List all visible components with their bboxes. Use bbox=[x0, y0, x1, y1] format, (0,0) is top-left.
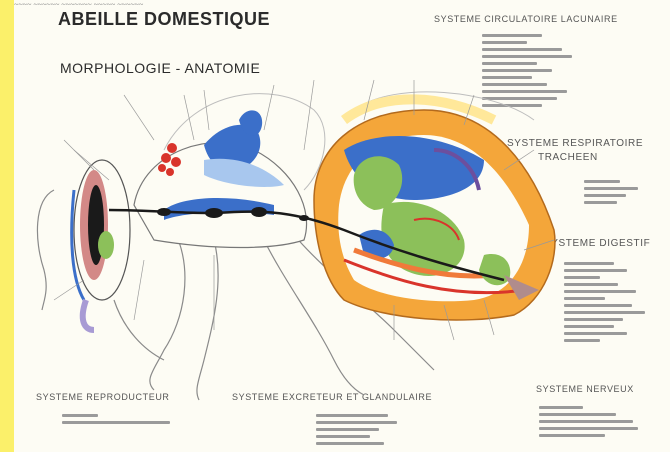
bee-anatomy-illustration bbox=[14, 0, 670, 452]
bee-head bbox=[72, 160, 130, 330]
bee-abdomen bbox=[314, 99, 555, 320]
anatomy-poster: ABEILLE DOMESTIQUE ~~~~ ~~~~~~ ~~~~~~~ ~… bbox=[14, 0, 670, 452]
bee-thorax bbox=[134, 110, 307, 247]
